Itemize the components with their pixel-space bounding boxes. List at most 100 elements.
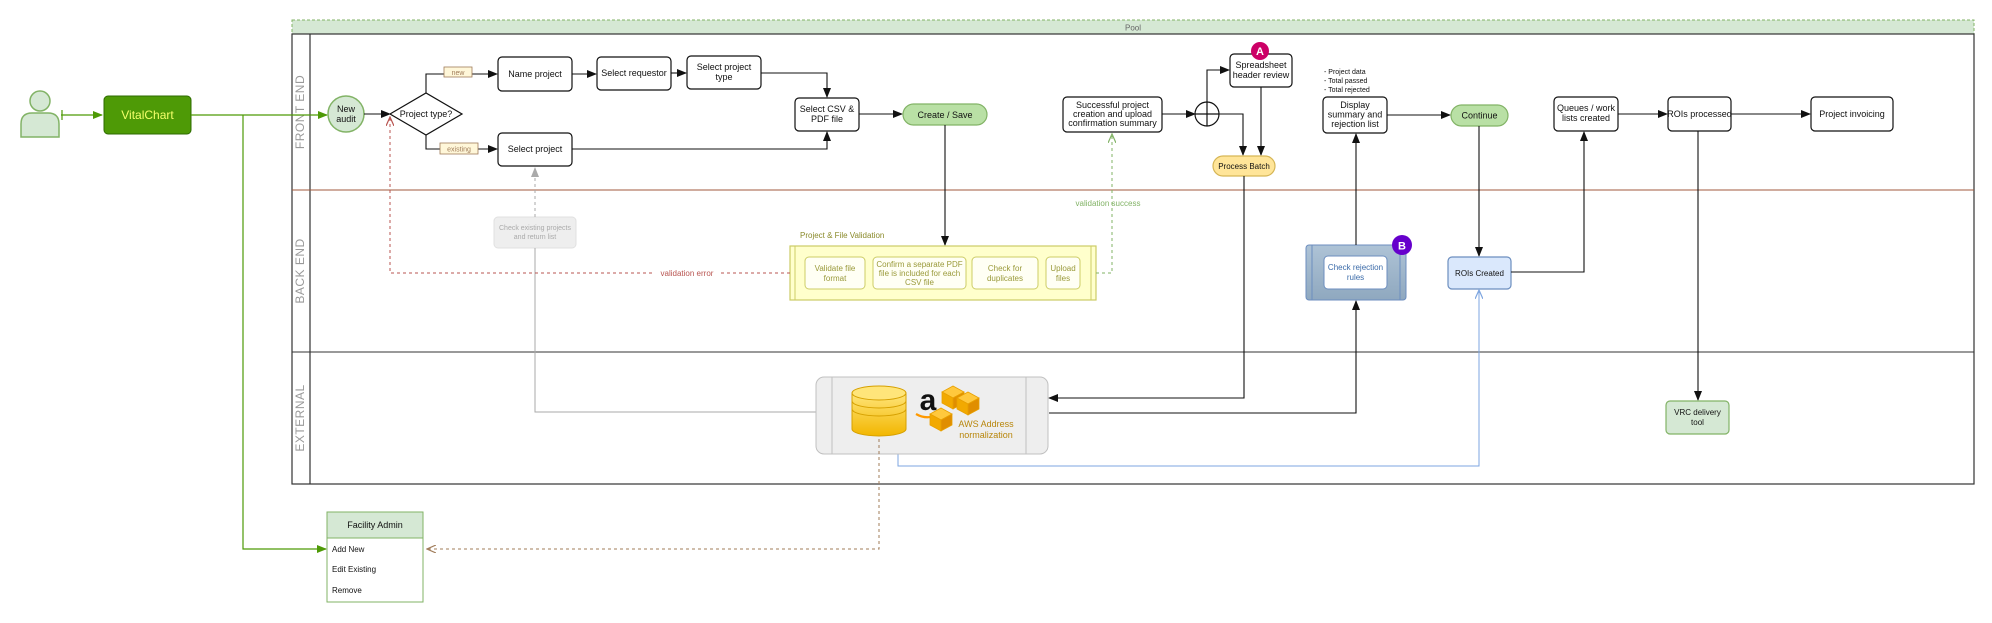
select-requestor-label: Select requestor: [601, 68, 667, 78]
upload-files-step[interactable]: Upload files: [1045, 256, 1081, 290]
project-type-decision[interactable]: Project type?: [388, 92, 464, 136]
upload-files-line1: Upload: [1050, 264, 1075, 273]
select-csv-pdf-line1: Select CSV &: [800, 104, 855, 114]
vitalchart-label: VitalChart: [121, 108, 174, 122]
check-rejection-subprocess[interactable]: Check rejection rules: [1305, 244, 1407, 301]
success-summary-line3: confirmation summary: [1068, 118, 1157, 128]
confirm-pdf-line3: CSV file: [905, 278, 934, 287]
display-summary-line1: Display: [1340, 100, 1370, 110]
new-audit-line2: audit: [336, 114, 356, 124]
marker-a-badge: A: [1251, 42, 1269, 60]
aws-label-line1: AWS Address: [958, 419, 1014, 429]
continue-button[interactable]: Continue: [1450, 104, 1509, 127]
validation-success-label: validation success: [1076, 199, 1141, 208]
vrc-delivery-line2: tool: [1691, 418, 1704, 427]
new-audit-start-event[interactable]: New audit: [327, 95, 365, 133]
amazon-glyph: a: [920, 384, 937, 417]
check-duplicates-step[interactable]: Check for duplicates: [971, 256, 1039, 290]
validate-format-line2: format: [824, 274, 847, 283]
queues-line2: lists created: [1562, 113, 1610, 123]
select-project-type-line1: Select project: [697, 62, 752, 72]
decision-label: Project type?: [400, 109, 453, 119]
select-csv-pdf-line2: PDF file: [811, 114, 843, 124]
menu-item-remove[interactable]: Remove: [328, 580, 422, 599]
confirm-pdf-line2: file is included for each: [879, 269, 960, 278]
marker-b-label: B: [1398, 241, 1406, 253]
facility-admin-title: Facility Admin: [347, 520, 403, 530]
database-icon: [851, 385, 907, 437]
display-summary-line2: summary and: [1328, 110, 1383, 120]
project-invoicing-label: Project invoicing: [1819, 109, 1885, 119]
check-rejection-line1: Check rejection: [1328, 263, 1383, 272]
confirm-pdf-line1: Confirm a separate PDF: [876, 260, 962, 269]
check-existing-line2: and return list: [514, 234, 556, 241]
confirm-pdf-step[interactable]: Confirm a separate PDF file is included …: [872, 256, 967, 290]
aws-cubes-icon: [929, 385, 980, 432]
edit-existing-label: Edit Existing: [332, 565, 376, 574]
lane-front-end-title: FRONT END: [293, 75, 307, 149]
rois-created-task[interactable]: ROIs Created: [1447, 256, 1512, 290]
create-save-label: Create / Save: [917, 110, 972, 120]
select-project-type-task[interactable]: Select project type: [686, 55, 762, 90]
check-duplicates-line2: duplicates: [987, 274, 1023, 283]
spreadsheet-review-line2: header review: [1233, 70, 1290, 80]
branch-new-tag: new: [443, 66, 473, 78]
create-save-button[interactable]: Create / Save: [902, 103, 988, 126]
select-project-task[interactable]: Select project: [497, 132, 573, 167]
queues-task[interactable]: Queues / work lists created: [1553, 96, 1619, 132]
select-project-label: Select project: [508, 144, 563, 154]
vrc-delivery-task[interactable]: VRC delivery tool: [1665, 400, 1730, 435]
pool: Pool FRONT END BACK END EXTERNAL: [291, 19, 1975, 485]
select-requestor-task[interactable]: Select requestor: [596, 56, 672, 91]
remove-label: Remove: [332, 586, 362, 595]
check-existing-line1: Check existing projects: [499, 225, 571, 232]
name-project-label: Name project: [508, 69, 562, 79]
validate-format-line1: Validate file: [815, 264, 856, 273]
select-project-type-line2: type: [715, 72, 732, 82]
menu-item-edit-existing[interactable]: Edit Existing: [328, 560, 422, 579]
new-audit-line1: New: [337, 104, 356, 114]
spreadsheet-review-line1: Spreadsheet: [1235, 60, 1287, 70]
queues-line1: Queues / work: [1557, 103, 1616, 113]
validate-format-step[interactable]: Validate file format: [804, 256, 866, 290]
branch-existing-label: existing: [447, 147, 471, 154]
menu-item-add-new[interactable]: Add New: [328, 540, 422, 559]
facility-admin-panel: Facility Admin: [326, 511, 424, 603]
summary-note-2: - Total passed: [1324, 78, 1368, 85]
continue-label: Continue: [1461, 111, 1497, 121]
parallel-gateway: [1194, 101, 1220, 127]
add-new-label: Add New: [332, 545, 365, 554]
vitalchart-app-button[interactable]: VitalChart: [103, 95, 192, 135]
check-existing-task[interactable]: Check existing projects and return list: [493, 216, 577, 249]
success-summary-task[interactable]: Successful project creation and upload c…: [1062, 96, 1163, 133]
check-duplicates-line1: Check for: [988, 264, 1023, 273]
validation-error-label: validation error: [661, 269, 714, 278]
rois-processed-label: ROIs processed: [1667, 109, 1732, 119]
aws-label-line2: normalization: [959, 430, 1013, 440]
select-csv-pdf-task[interactable]: Select CSV & PDF file: [794, 97, 860, 132]
lane-external-title: EXTERNAL: [293, 384, 307, 451]
validation-group-title: Project & File Validation: [800, 231, 884, 240]
display-summary-line3: rejection list: [1331, 119, 1379, 129]
rois-processed-task[interactable]: ROIs processed: [1667, 96, 1732, 132]
rois-created-label: ROIs Created: [1455, 269, 1504, 278]
display-summary-task[interactable]: Display summary and rejection list: [1322, 96, 1388, 134]
marker-a-label: A: [1256, 46, 1264, 58]
branch-new-label: new: [452, 70, 466, 77]
summary-note-1: - Project data: [1324, 69, 1366, 76]
name-project-task[interactable]: Name project: [497, 56, 573, 92]
success-summary-line2: creation and upload: [1073, 109, 1152, 119]
upload-files-line2: files: [1056, 274, 1070, 283]
branch-existing-tag: existing: [439, 142, 479, 155]
success-summary-line1: Successful project: [1076, 100, 1150, 110]
summary-note-3: - Total rejected: [1324, 87, 1370, 94]
process-batch-button[interactable]: Process Batch: [1212, 155, 1276, 177]
project-invoicing-task[interactable]: Project invoicing: [1810, 96, 1894, 132]
check-rejection-line2: rules: [1347, 273, 1364, 282]
user-actor-icon: [20, 90, 60, 138]
vrc-delivery-line1: VRC delivery: [1674, 408, 1721, 417]
pool-title: Pool: [1125, 24, 1141, 33]
summary-notes: - Project data - Total passed - Total re…: [1324, 69, 1370, 94]
